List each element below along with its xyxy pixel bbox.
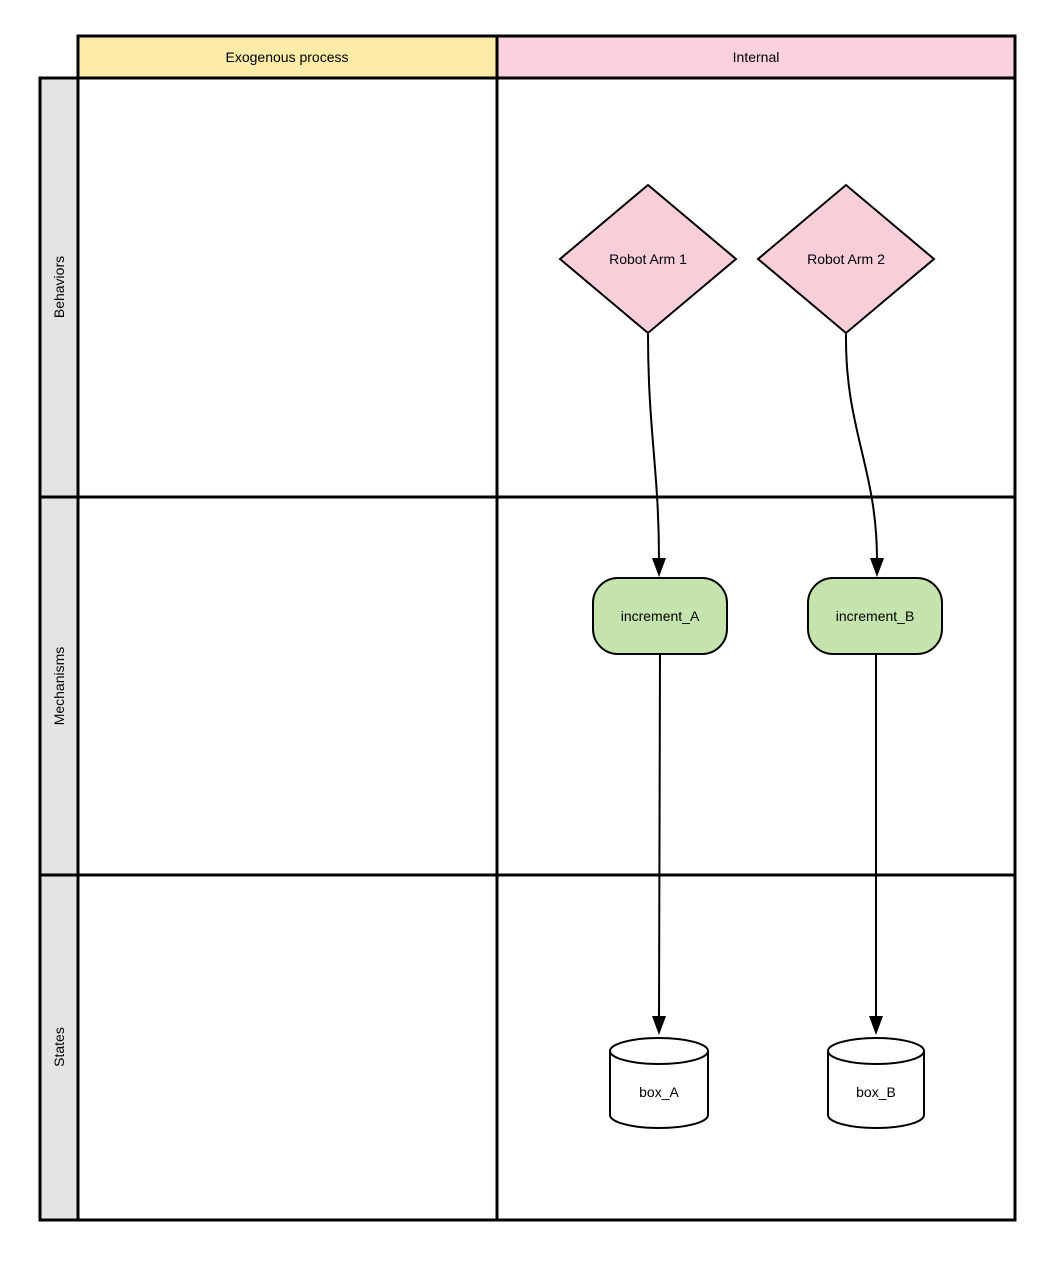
row-header-mechanisms-label: Mechanisms bbox=[51, 647, 67, 726]
node-robot-arm-1-label: Robot Arm 1 bbox=[609, 251, 687, 267]
arrowhead-icon bbox=[870, 558, 884, 577]
node-box-b[interactable] bbox=[827, 1037, 925, 1129]
node-increment-a-label: increment_A bbox=[621, 608, 700, 624]
connector-incrementB-boxB[interactable] bbox=[869, 654, 883, 1035]
row-header-states-label: States bbox=[51, 1027, 67, 1067]
connector-robotarm1-incrementA[interactable] bbox=[647, 333, 666, 577]
cell-mechanisms-exogenous bbox=[76, 495, 499, 877]
node-robot-arm-1[interactable] bbox=[558, 183, 738, 335]
cell-states-exogenous bbox=[76, 873, 499, 1222]
node-box-a[interactable] bbox=[609, 1037, 709, 1129]
arrowhead-icon bbox=[652, 1016, 666, 1035]
cell-mechanisms-internal bbox=[495, 495, 1017, 877]
row-header-behaviors-label: Behaviors bbox=[51, 256, 67, 318]
node-increment-b-label: increment_B bbox=[836, 608, 915, 624]
row-header-states[interactable] bbox=[38, 873, 80, 1222]
node-robot-arm-2-label: Robot Arm 2 bbox=[807, 251, 885, 267]
node-increment-b[interactable] bbox=[807, 577, 943, 655]
node-increment-a[interactable] bbox=[592, 577, 728, 655]
arrowhead-icon bbox=[869, 1016, 883, 1035]
cell-behaviors-exogenous bbox=[76, 76, 499, 499]
node-box-a-label: box_A bbox=[639, 1084, 679, 1100]
connector-incrementA-boxA[interactable] bbox=[652, 653, 666, 1035]
node-box-b-label: box_B bbox=[856, 1084, 896, 1100]
connector-robotarm2-incrementB[interactable] bbox=[844, 333, 884, 577]
cell-states-internal bbox=[495, 873, 1017, 1222]
node-robot-arm-2[interactable] bbox=[756, 183, 936, 335]
cell-behaviors-internal bbox=[495, 76, 1017, 499]
column-header-exogenous-label: Exogenous process bbox=[226, 49, 349, 65]
arrowhead-icon bbox=[652, 558, 666, 577]
column-header-internal-label: Internal bbox=[733, 49, 780, 65]
